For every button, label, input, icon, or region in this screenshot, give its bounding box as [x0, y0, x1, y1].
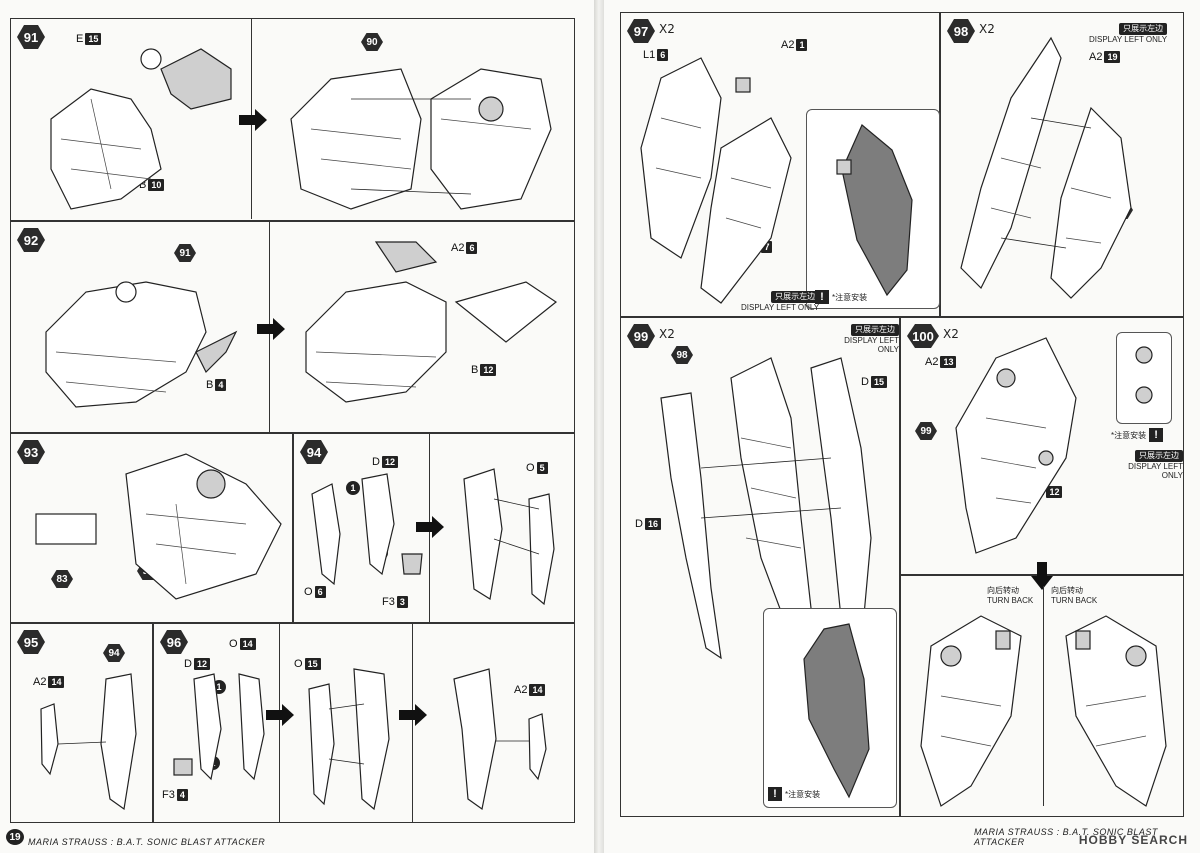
part-drawing: [453, 668, 547, 811]
step-number: 99: [627, 324, 655, 348]
step-93-panel: 93 83 92: [10, 433, 293, 623]
caution-note: ! *注意安装: [768, 787, 820, 801]
warning-icon: !: [1149, 428, 1164, 442]
part-drawing: [45, 281, 238, 408]
step-number: 92: [17, 228, 45, 252]
direction-arrow-icon: [257, 318, 285, 340]
sub-step-1: 1: [346, 481, 360, 495]
book-gutter: [594, 0, 606, 853]
display-left-note: 只展示左边 DISPLAY LEFT ONLY: [844, 324, 899, 355]
footer-title: MARIA STRAUSS : B.A.T. SONIC BLAST ATTAC…: [28, 837, 266, 847]
step-number: 98: [947, 19, 975, 43]
part-drawing: [311, 473, 423, 586]
part-drawing: [960, 36, 1132, 299]
part-drawing: [290, 68, 552, 210]
part-drawing: [40, 673, 137, 811]
step-number: 100: [907, 324, 939, 348]
part-drawing: [50, 48, 232, 210]
part-drawing: [660, 357, 872, 660]
detail-inset: [1116, 332, 1172, 424]
display-left-note: 只展示左边 DISPLAY LEFT ONLY: [1089, 23, 1168, 44]
part-drawing: [173, 673, 265, 781]
step-97-panel: 97 X2 L16 A21 A27 ! *注意安装 只展示左边 DISPLAY …: [620, 12, 940, 317]
part-drawing: [463, 468, 555, 606]
part-drawing: [640, 57, 792, 304]
page-number: 19: [6, 829, 24, 845]
callout-badge: 99: [915, 422, 937, 440]
right-page: 97 X2 L16 A21 A27 ! *注意安装 只展示左边 DISPLAY …: [604, 0, 1200, 853]
part-drawing: [955, 337, 1077, 554]
display-left-note: 只展示左边 DISPLAY LEFT ONLY: [741, 291, 820, 312]
callout-badge: 94: [103, 644, 125, 662]
direction-arrow-icon: [266, 704, 294, 726]
detail-inset: ! *注意安装: [763, 608, 897, 808]
detail-inset: ! *注意安装: [806, 109, 940, 309]
multiplier: X2: [943, 327, 959, 341]
caution-note: ! *注意安装: [815, 290, 867, 304]
multiplier: X2: [659, 327, 675, 341]
direction-arrow-icon: [416, 516, 444, 538]
caution-note: *注意安装 !: [1111, 428, 1164, 442]
multiplier: X2: [659, 22, 675, 36]
direction-arrow-icon: [239, 109, 267, 131]
warning-icon: !: [768, 787, 782, 801]
step-number: 95: [17, 630, 45, 654]
part-drawing: [836, 124, 913, 297]
part-drawing: [920, 615, 1022, 807]
watermark: HOBBY SEARCH: [1078, 833, 1188, 847]
step-number: 96: [160, 630, 188, 654]
multiplier: X2: [979, 22, 995, 36]
display-left-note: 只展示左边 DISPLAY LEFT ONLY: [1128, 450, 1183, 481]
callout-badge: 90: [361, 33, 383, 51]
step-number: 94: [300, 440, 328, 464]
part-drawing: [305, 241, 558, 403]
footer-title: MARIA STRAUSS : B.A.T. SONIC BLAST ATTAC…: [974, 827, 1158, 847]
part-drawing: [35, 453, 282, 600]
step-94-panel: 94 D12 O6 F33 O5 1 2: [293, 433, 575, 623]
direction-arrow-icon: [399, 704, 427, 726]
part-drawing: [308, 668, 390, 811]
part-drawing: [1065, 615, 1167, 807]
callout-badge: 98: [671, 346, 693, 364]
callout-badge: 83: [51, 570, 73, 588]
part-drawing: [803, 623, 870, 799]
step-number: 97: [627, 19, 655, 43]
part-drawing: [1135, 346, 1153, 404]
callout-badge: 91: [174, 244, 196, 262]
down-arrow-icon: [1031, 562, 1053, 590]
